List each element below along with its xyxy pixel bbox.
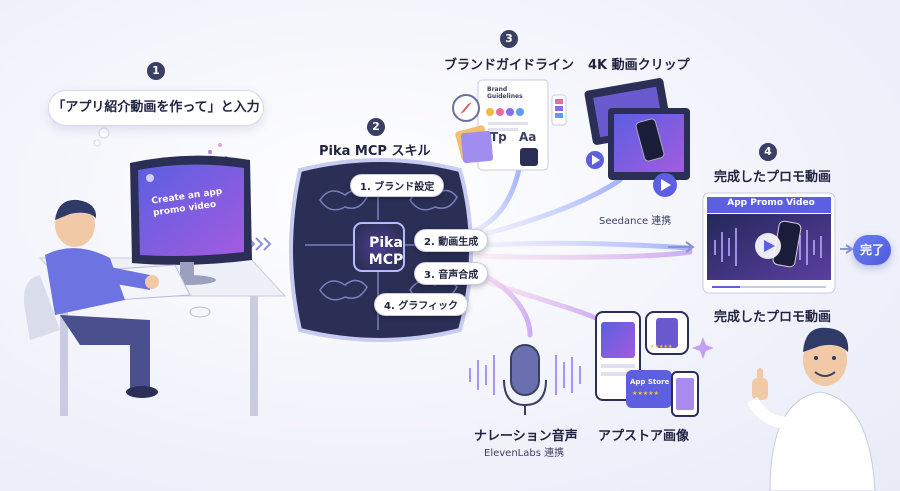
skill-video: 2. 動画生成 <box>414 229 489 252</box>
appstore-label: アプストア画像 <box>598 429 690 444</box>
final-video-title: 完成したプロモ動画 <box>714 170 832 185</box>
final-video-header: App Promo Video <box>727 198 815 208</box>
microphone-art <box>469 344 581 415</box>
final-video-caption: 完成したプロモ動画 <box>714 310 832 325</box>
narration-sub: ElevenLabs 連携 <box>484 448 565 459</box>
step-4-badge: 4 <box>759 143 777 161</box>
skill-brand: 1. ブランド設定 <box>350 174 445 197</box>
brand-guidelines-label: ブランドガイドライン <box>444 58 575 73</box>
brand-type-sample-1: Tp <box>490 130 507 144</box>
happy-person-art <box>692 327 876 491</box>
video-clip-label: 4K 動画クリップ <box>588 58 690 73</box>
brand-type-sample-2: Aa <box>519 130 537 144</box>
app-card-stars: ★★★★★ <box>650 344 673 350</box>
step-3-badge: 3 <box>500 30 518 48</box>
video-clips-art <box>584 78 690 197</box>
done-badge: 完了 <box>853 235 891 265</box>
skill-graphic: 4. グラフィック <box>374 293 469 316</box>
appstore-stars: ★★★★★ <box>632 390 659 397</box>
pika-core-label: Pika MCP <box>368 235 404 268</box>
brand-doc-title: Brand Guidelines <box>487 86 523 100</box>
narration-label: ナレーション音声 <box>474 429 578 444</box>
brand-guidelines-art <box>452 79 567 171</box>
skill-voice: 3. 音声合成 <box>414 262 489 285</box>
appstore-art <box>595 311 699 417</box>
step-1-badge: 1 <box>147 62 165 80</box>
seedance-label: Seedance 連携 <box>599 216 672 227</box>
desk-scene <box>24 155 287 416</box>
final-video-art <box>702 192 836 294</box>
step-2-badge: 2 <box>367 118 385 136</box>
prompt-bubble: 「アプリ紹介動画を作って」と入力 <box>48 90 264 126</box>
appstore-badge: App Store <box>630 378 670 386</box>
pika-skill-title: Pika MCP スキル <box>319 144 431 159</box>
